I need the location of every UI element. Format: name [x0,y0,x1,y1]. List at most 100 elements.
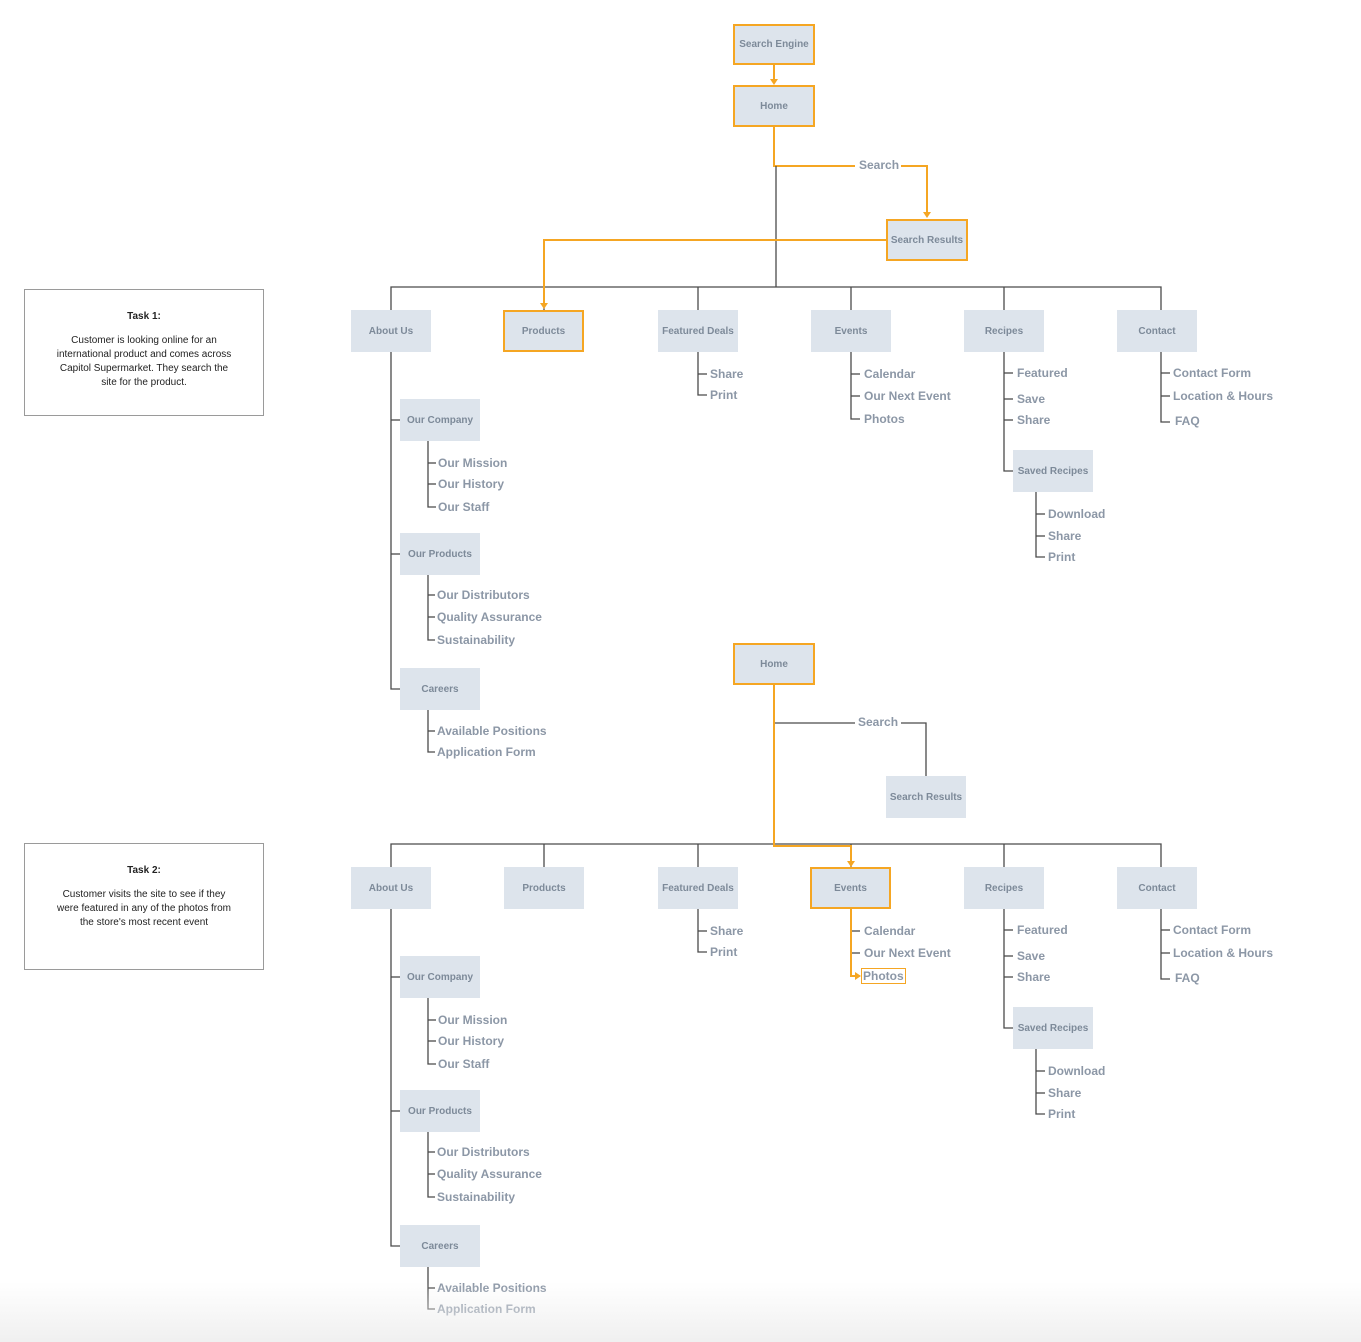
highlight-path-line [901,165,928,212]
task-2-text: Customer visits the site to see if they … [57,889,231,928]
our-next-event-item: Our Next Event [864,946,951,960]
item-spine-line [1003,352,1013,472]
our-products-node: Our Products [400,1090,480,1132]
sustainability-item: Sustainability [437,633,516,647]
share-item: Share [1048,1086,1082,1100]
item-spine-line [1035,1049,1045,1115]
arrowhead-icon [923,212,931,218]
featured-deals-node: Featured Deals [658,867,738,909]
photos-item: Photos [861,968,906,984]
task-2-card: Task 2: Customer visits the site to see … [24,843,264,970]
faq-item: FAQ [1175,414,1200,428]
our-company-node: Our Company [400,399,480,441]
item-spine-line [850,909,860,977]
our-mission-item: Our Mission [438,1013,508,1027]
contact-node: Contact [1117,310,1197,352]
highlight-path-line [850,909,855,977]
search-results-node: Search Results [886,776,966,818]
item-spine-line [697,352,707,396]
arrowhead-icon [540,303,548,309]
our-distributors-item: Our Distributors [437,1145,530,1159]
item-spine-line [427,441,436,508]
print-item: Print [1048,550,1076,564]
share-item: Share [1048,529,1082,543]
quality-assurance-item: Quality Assurance [437,610,542,624]
share-item: Share [710,924,744,938]
featured-item: Featured [1017,366,1068,380]
print-item: Print [710,388,738,402]
our-company-node: Our Company [400,956,480,998]
calendar-item: Calendar [864,924,916,938]
saved-recipes-node: Saved Recipes [1013,1007,1093,1049]
print-item: Print [1048,1107,1076,1121]
arrowhead-icon [847,861,855,867]
events-node: Events [810,867,891,909]
our-products-node: Our Products [400,533,480,575]
quality-assurance-item: Quality Assurance [437,1167,542,1181]
sitemap-bus-line [390,843,1162,867]
download-item: Download [1048,1064,1106,1078]
contact-form-item: Contact Form [1173,366,1251,380]
highlight-path-line [543,239,886,303]
careers-node: Careers [400,668,480,710]
highlight-path-line [773,685,852,861]
search-branch-line [901,722,927,776]
search-label: Search [857,158,902,172]
item-spine-line [697,909,707,953]
item-spine-line [427,710,435,753]
our-staff-item: Our Staff [438,500,490,514]
task-2-title: Task 2: [127,865,161,876]
contact-form-item: Contact Form [1173,923,1251,937]
location-hours-item: Location & Hours [1173,389,1274,403]
item-spine-line [427,575,435,641]
about-us-node: About Us [351,310,431,352]
careers-node: Careers [400,1225,480,1267]
item-spine-line [1035,492,1045,558]
print-item: Print [710,945,738,959]
recipes-node: Recipes [964,310,1044,352]
home-node: Home [733,85,815,127]
task-1-title: Task 1: [127,311,161,322]
item-spine-line [850,352,860,420]
search-results-node: Search Results [886,219,968,261]
item-spine-line [427,1132,435,1198]
application-form-item: Application Form [437,1302,536,1316]
photos-item: Photos [864,412,905,426]
share-item: Share [1017,970,1051,984]
faq-item: FAQ [1175,971,1200,985]
our-staff-item: Our Staff [438,1057,490,1071]
featured-item: Featured [1017,923,1068,937]
search-label: Search [856,715,901,729]
save-item: Save [1017,949,1046,963]
download-item: Download [1048,507,1106,521]
arrowhead-icon [770,79,778,85]
share-item: Share [710,367,744,381]
about-us-spine-line [390,909,400,1247]
available-positions-item: Available Positions [437,1281,547,1295]
item-spine-line [1160,909,1170,980]
item-spine-line [427,998,436,1065]
our-mission-item: Our Mission [438,456,508,470]
featured-deals-node: Featured Deals [658,310,738,352]
our-history-item: Our History [438,477,505,491]
share-item: Share [1017,413,1051,427]
products-node: Products [503,310,584,352]
location-hours-item: Location & Hours [1173,946,1274,960]
highlight-path-line [773,127,855,167]
search-engine-node: Search Engine [733,24,815,65]
item-spine-line [1003,909,1013,1029]
saved-recipes-node: Saved Recipes [1013,450,1093,492]
events-node: Events [811,310,891,352]
task-1-text: Customer is looking online for an intern… [56,335,232,388]
application-form-item: Application Form [437,745,536,759]
our-next-event-item: Our Next Event [864,389,951,403]
save-item: Save [1017,392,1046,406]
about-us-spine-line [390,352,400,690]
sitemap-bus-line [390,286,1162,310]
contact-node: Contact [1117,867,1197,909]
home-node: Home [733,643,815,685]
our-history-item: Our History [438,1034,505,1048]
available-positions-item: Available Positions [437,724,547,738]
recipes-node: Recipes [964,867,1044,909]
